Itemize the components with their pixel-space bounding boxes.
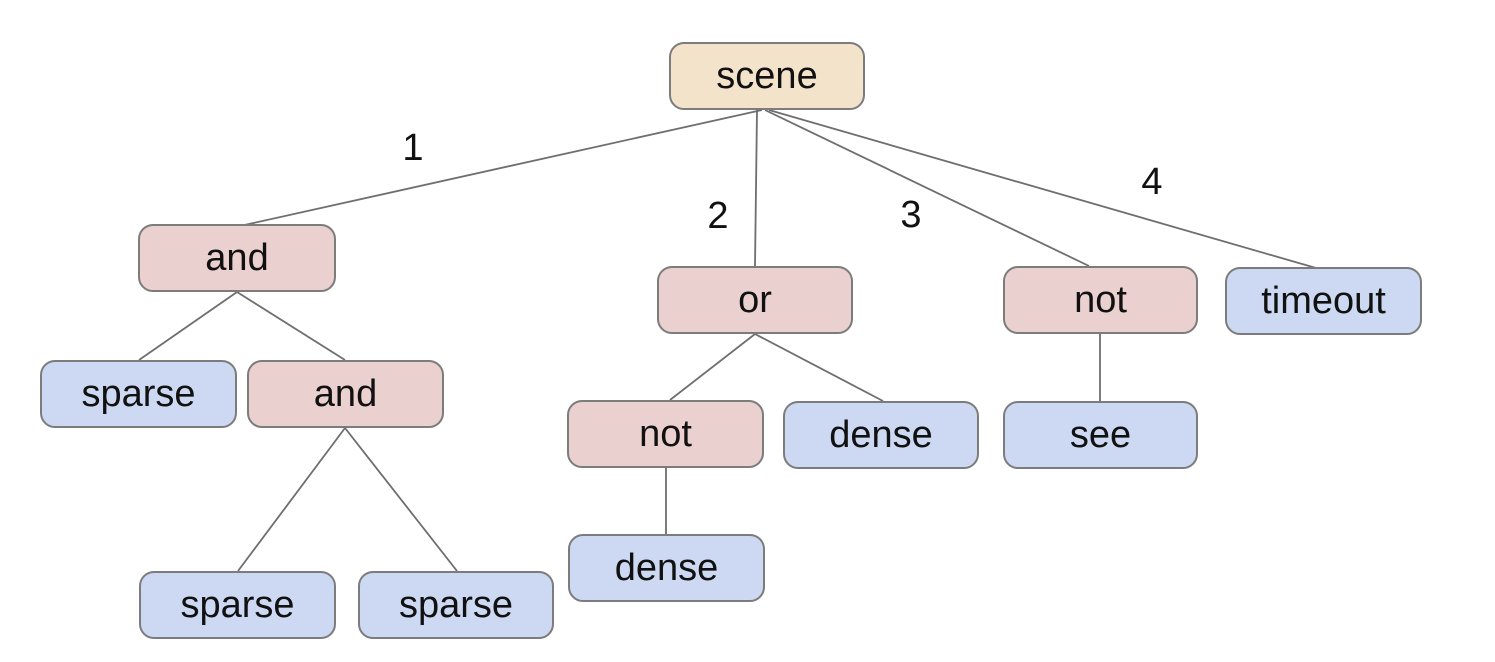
edge-and-2--sparse-2 [237,427,346,572]
edge-label-4: 4 [1141,161,1162,203]
edge-label-3: 3 [900,194,921,236]
node-not-2: not [567,400,764,468]
node-dense-1: dense [783,401,979,469]
node-sparse-2: sparse [139,571,336,639]
edge-label-2: 2 [707,195,728,237]
edge-and-1--sparse-1 [138,291,238,361]
node-sparse-1: sparse [40,360,237,428]
edge-label-1: 1 [402,127,423,169]
node-and-2: and [247,360,444,428]
edge-scene--not-1 [764,109,1090,267]
node-and-1: and [138,224,336,292]
edge-scene--or-1 [754,109,758,267]
edge-or-1--not-2 [669,333,756,401]
node-dense-2: dense [568,534,765,602]
edge-or-1--dense-1 [754,333,884,402]
node-see-1: see [1003,401,1198,469]
edge-scene--and-1 [239,109,763,227]
edge-and-2--sparse-3 [344,427,458,572]
edge-and-1--and-2 [236,291,346,361]
node-scene: scene [669,42,865,110]
node-sparse-3: sparse [358,571,554,639]
node-not-1: not [1003,266,1198,334]
edge-scene--timeout-1 [768,109,1317,269]
node-timeout-1: timeout [1225,267,1422,335]
node-or-1: or [657,266,853,334]
